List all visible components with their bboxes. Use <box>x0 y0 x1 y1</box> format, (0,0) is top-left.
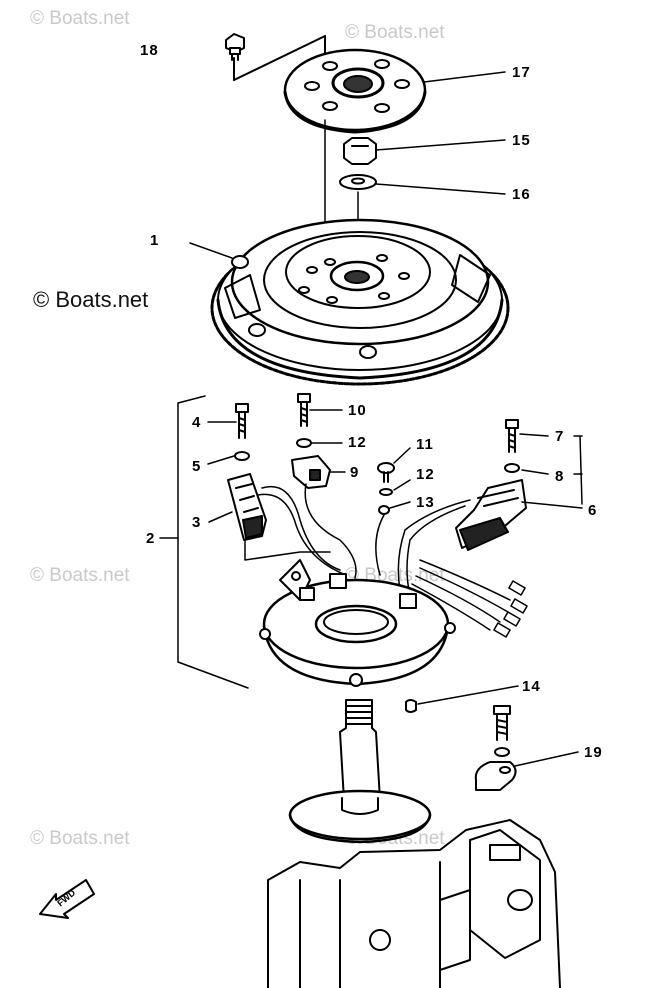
sensor-9-assembly <box>291 393 346 489</box>
callout-9: 9 <box>350 464 360 481</box>
key-14 <box>405 685 519 713</box>
callout-19: 19 <box>584 744 603 761</box>
engine-block <box>267 819 561 988</box>
callout-1: 1 <box>150 232 160 249</box>
stator-base-plate <box>259 559 456 687</box>
callout-3: 3 <box>192 514 202 531</box>
callout-4: 4 <box>192 414 202 431</box>
screw-11-assembly <box>377 447 411 515</box>
callout-18: 18 <box>140 42 159 59</box>
callout-12-lower: 12 <box>416 466 435 483</box>
callout-2: 2 <box>146 530 156 547</box>
watermark: © Boats.net <box>30 8 130 29</box>
nut-15 <box>343 137 506 165</box>
watermark: © Boats.net <box>30 565 130 586</box>
watermark: © Boats.net <box>30 828 130 849</box>
callout-16: 16 <box>512 186 531 203</box>
fwd-arrow <box>39 879 95 919</box>
callout-8: 8 <box>555 468 565 485</box>
washer-16 <box>339 174 506 195</box>
callout-17: 17 <box>512 64 531 81</box>
callout-6: 6 <box>588 502 598 519</box>
callout-12-upper: 12 <box>348 434 367 451</box>
coil-3-assembly <box>207 403 267 541</box>
bolt-18 <box>225 33 326 81</box>
callout-7: 7 <box>555 428 565 445</box>
watermark: © Boats.net <box>33 287 149 312</box>
callout-15: 15 <box>512 132 531 149</box>
callout-13: 13 <box>416 494 435 511</box>
flywheel-1 <box>189 218 510 386</box>
callout-10: 10 <box>348 402 367 419</box>
clamp-19-assembly <box>474 705 579 791</box>
callout-5: 5 <box>192 458 202 475</box>
coil-6-assembly <box>455 419 583 551</box>
callout-14: 14 <box>522 678 541 695</box>
watermark: © Boats.net <box>345 22 445 43</box>
wiring-harness <box>244 483 528 638</box>
crankshaft <box>288 699 432 844</box>
plate-17 <box>283 48 506 134</box>
bracket-2 <box>159 395 249 689</box>
callout-11: 11 <box>416 436 434 453</box>
